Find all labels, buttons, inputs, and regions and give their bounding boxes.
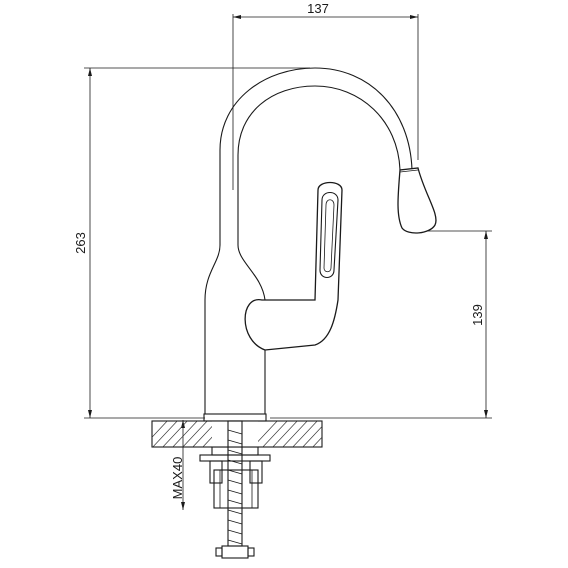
dimension-label-height: 263 — [73, 232, 88, 254]
dimension-max-thickness: MAX40 — [170, 420, 185, 510]
mounting-hardware — [199, 420, 271, 559]
countertop-section — [151, 420, 323, 448]
dimension-label-spout: 139 — [470, 304, 485, 326]
dimension-total-height: 263 — [73, 67, 310, 419]
faucet-body — [203, 67, 437, 422]
dimension-top-width: 137 — [232, 1, 419, 190]
dimension-spout-height: 139 — [270, 230, 492, 419]
dimension-label-thickness: MAX40 — [170, 457, 185, 500]
dimension-label-width: 137 — [307, 1, 329, 16]
